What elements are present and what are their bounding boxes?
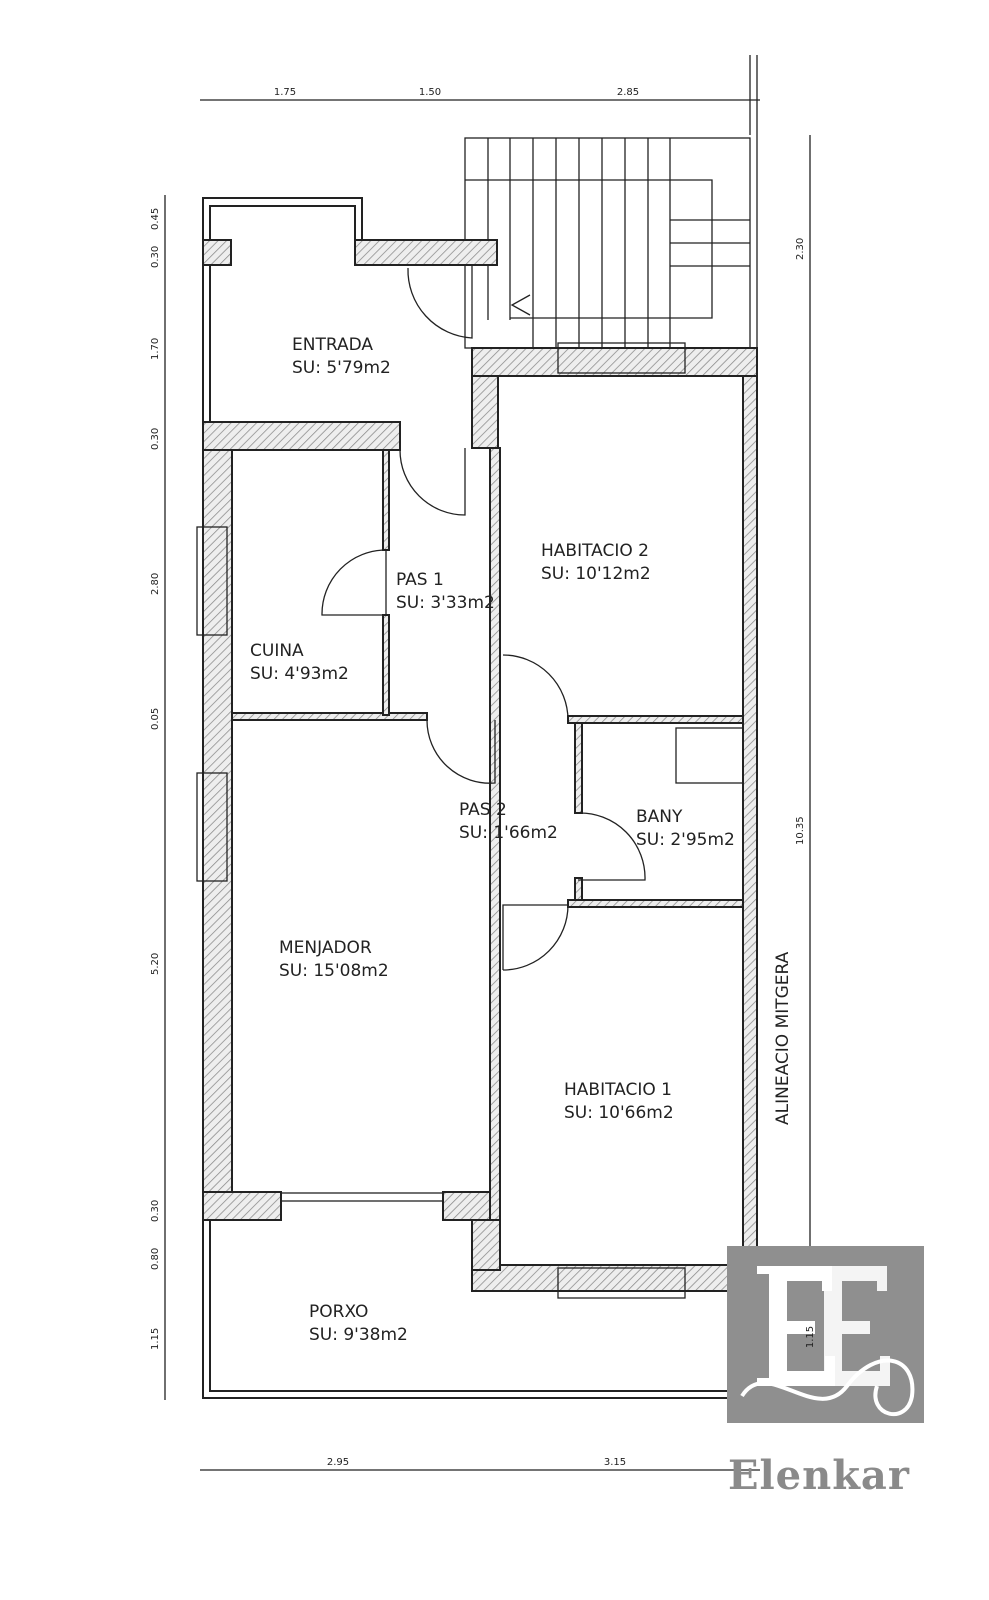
svg-text:0.30: 0.30 <box>150 246 161 268</box>
left-dimensions: 0.30 0.45 1.70 0.30 2.80 0.05 5.20 0.30 … <box>150 208 161 1350</box>
svg-text:SU: 4'93m2: SU: 4'93m2 <box>250 664 349 684</box>
svg-text:0.80: 0.80 <box>150 1248 161 1270</box>
svg-text:PORXO: PORXO <box>309 1302 368 1322</box>
room-habitacio-2: HABITACIO 2 SU: 10'12m2 <box>541 541 651 584</box>
dim-top-2: 1.50 <box>419 87 441 98</box>
svg-text:0.30: 0.30 <box>150 428 161 450</box>
svg-text:SU: 5'79m2: SU: 5'79m2 <box>292 358 391 378</box>
svg-text:SU: 15'08m2: SU: 15'08m2 <box>279 961 389 981</box>
svg-text:0.30: 0.30 <box>150 1200 161 1222</box>
svg-text:SU: 9'38m2: SU: 9'38m2 <box>309 1325 408 1345</box>
room-entrada: ENTRADA SU: 5'79m2 <box>292 335 391 378</box>
room-cuina: CUINA SU: 4'93m2 <box>250 641 349 684</box>
svg-text:1.15: 1.15 <box>150 1328 161 1350</box>
svg-text:SU: 2'95m2: SU: 2'95m2 <box>636 830 735 850</box>
room-pas-1: PAS 1 SU: 3'33m2 <box>396 570 495 613</box>
svg-text:HABITACIO 2: HABITACIO 2 <box>541 541 649 561</box>
svg-text:0.05: 0.05 <box>150 708 161 730</box>
svg-text:BANY: BANY <box>636 807 683 827</box>
brand-name: Elenkar <box>728 1452 910 1499</box>
room-menjador: MENJADOR SU: 15'08m2 <box>279 938 389 981</box>
svg-text:2.30: 2.30 <box>795 238 806 260</box>
svg-text:SU: 3'33m2: SU: 3'33m2 <box>396 593 495 613</box>
svg-text:2.80: 2.80 <box>150 573 161 595</box>
svg-text:ENTRADA: ENTRADA <box>292 335 373 355</box>
room-pas-2: PAS 2 SU: 1'66m2 <box>459 800 558 843</box>
svg-text:MENJADOR: MENJADOR <box>279 938 372 958</box>
side-label: ALINEACIO MITGERA <box>773 951 793 1125</box>
svg-text:5.20: 5.20 <box>150 953 161 975</box>
svg-text:SU: 10'12m2: SU: 10'12m2 <box>541 564 651 584</box>
room-habitacio-1: HABITACIO 1 SU: 10'66m2 <box>564 1080 674 1123</box>
room-bany: BANY SU: 2'95m2 <box>636 807 735 850</box>
svg-text:SU: 10'66m2: SU: 10'66m2 <box>564 1103 674 1123</box>
dim-bottom-2: 3.15 <box>604 1457 626 1468</box>
dim-top-1: 1.75 <box>274 87 296 98</box>
svg-text:PAS 1: PAS 1 <box>396 570 444 590</box>
stairs <box>464 137 751 349</box>
doors <box>321 265 646 971</box>
svg-text:1.70: 1.70 <box>150 338 161 360</box>
right-dimensions: 2.30 10.35 <box>795 238 806 845</box>
svg-text:SU: 1'66m2: SU: 1'66m2 <box>459 823 558 843</box>
monogram-icon <box>740 1266 915 1416</box>
svg-text:HABITACIO 1: HABITACIO 1 <box>564 1080 672 1100</box>
svg-text:CUINA: CUINA <box>250 641 304 661</box>
svg-text:0.45: 0.45 <box>150 208 161 230</box>
svg-text:10.35: 10.35 <box>795 816 806 845</box>
dim-right-3: 1.15 <box>805 1325 816 1349</box>
dim-bottom-1: 2.95 <box>327 1457 349 1468</box>
brand-logo <box>727 1246 924 1423</box>
dim-top-3: 2.85 <box>617 87 639 98</box>
room-porxo: PORXO SU: 9'38m2 <box>309 1302 408 1345</box>
svg-text:PAS 2: PAS 2 <box>459 800 507 820</box>
